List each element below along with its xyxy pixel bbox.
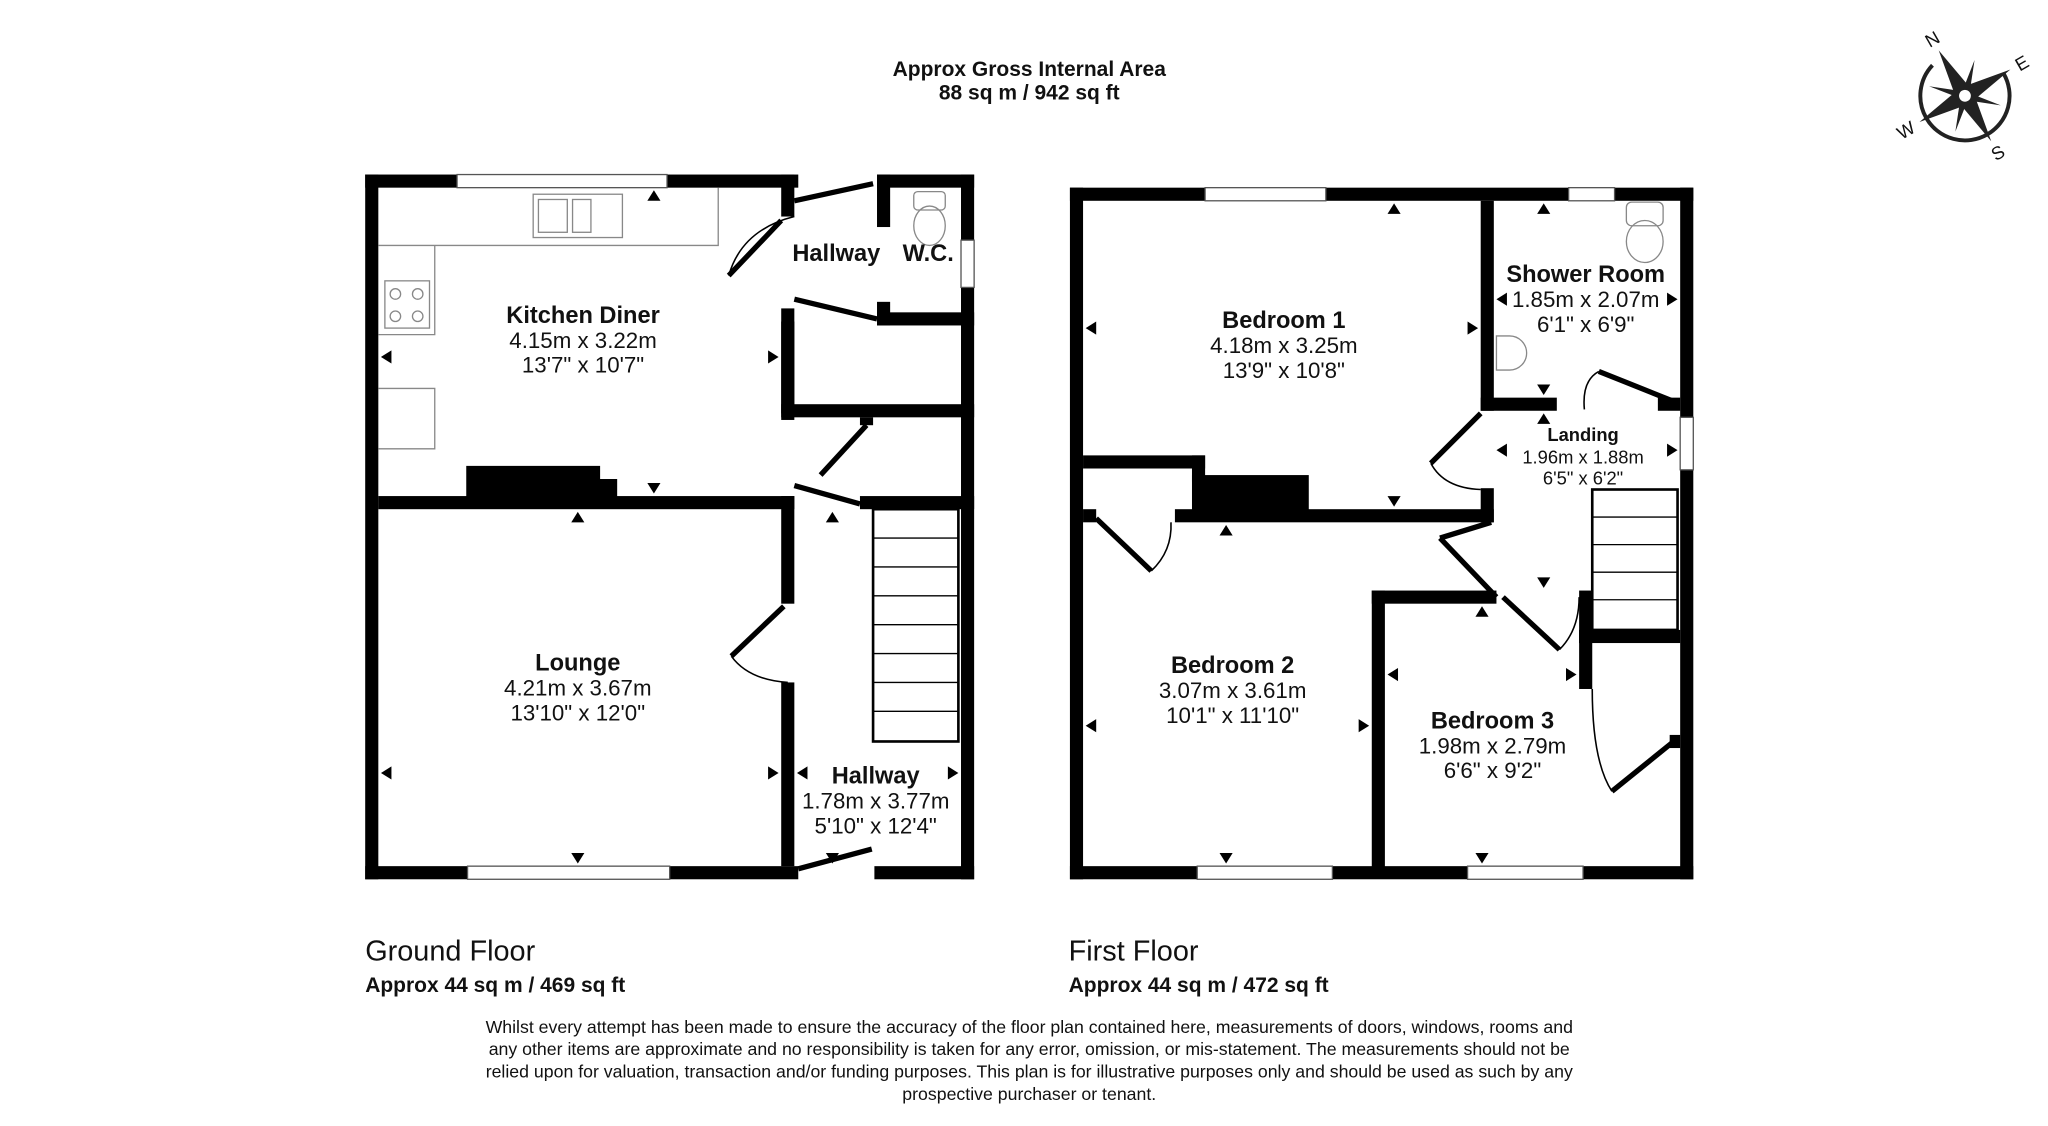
- room-metric: 4.15m x 3.22m: [509, 328, 656, 353]
- room-name: W.C.: [903, 241, 954, 267]
- first-stairs: [1590, 488, 1679, 632]
- room-name: Kitchen Diner: [506, 303, 659, 329]
- room-imperial: 6'6" x 9'2": [1444, 758, 1541, 783]
- room-imperial: 6'5" x 6'2": [1543, 467, 1623, 488]
- room-name: Shower Room: [1506, 262, 1665, 288]
- room-name: Hallway: [832, 763, 920, 789]
- svg-text:relied upon for valuation, tra: relied upon for valuation, transaction a…: [486, 1061, 1573, 1081]
- ground-floor-area: Approx 44 sq m / 469 sq ft: [365, 974, 625, 997]
- ground-stairs: [871, 507, 960, 743]
- compass-icon: N E S W: [1893, 27, 2032, 165]
- ground-floor-plan: Kitchen Diner 4.15m x 3.22m 13'7" x 10'7…: [365, 173, 975, 880]
- first-floor-label: First Floor: [1069, 936, 1199, 968]
- room-imperial: 10'1" x 11'10": [1166, 703, 1299, 728]
- room-name: Bedroom 2: [1171, 653, 1294, 679]
- svg-text:N: N: [1921, 27, 1943, 52]
- room-imperial: 13'10" x 12'0": [510, 700, 645, 725]
- room-metric: 1.78m x 3.77m: [802, 788, 949, 813]
- first-floor-area: Approx 44 sq m / 472 sq ft: [1069, 974, 1329, 997]
- room-imperial: 5'10" x 12'4": [815, 813, 937, 838]
- first-floor-plan: Bedroom 1 4.18m x 3.25m 13'9" x 10'8" Sh…: [1069, 187, 1694, 880]
- room-metric: 4.21m x 3.67m: [504, 676, 651, 701]
- room-metric: 1.96m x 1.88m: [1522, 446, 1643, 467]
- room-name: Bedroom 3: [1431, 708, 1554, 734]
- svg-text:prospective purchaser or tenan: prospective purchaser or tenant.: [902, 1084, 1156, 1104]
- gross-area-title: Approx Gross Internal Area: [893, 58, 1167, 81]
- room-name: Hallway: [792, 241, 880, 267]
- svg-text:E: E: [2011, 51, 2032, 75]
- svg-text:Whilst every attempt has been: Whilst every attempt has been made to en…: [486, 1017, 1573, 1037]
- ground-floor-label: Ground Floor: [365, 936, 535, 968]
- room-name: Landing: [1547, 424, 1618, 445]
- room-name: Lounge: [535, 651, 620, 677]
- room-imperial: 13'9" x 10'8": [1223, 358, 1345, 383]
- svg-text:S: S: [1987, 141, 2008, 165]
- room-name: Bedroom 1: [1222, 308, 1345, 334]
- room-metric: 4.18m x 3.25m: [1210, 333, 1357, 358]
- room-imperial: 6'1" x 6'9": [1537, 312, 1634, 337]
- svg-text:any other items are approximat: any other items are approximate and no r…: [489, 1039, 1570, 1059]
- room-metric: 1.85m x 2.07m: [1512, 287, 1659, 312]
- room-metric: 1.98m x 2.79m: [1419, 733, 1566, 758]
- room-imperial: 13'7" x 10'7": [522, 353, 644, 378]
- disclaimer: Whilst every attempt has been made to en…: [486, 1017, 1573, 1104]
- room-metric: 3.07m x 3.61m: [1159, 678, 1306, 703]
- gross-area-value: 88 sq m / 942 sq ft: [939, 82, 1120, 105]
- svg-text:W: W: [1893, 116, 1919, 143]
